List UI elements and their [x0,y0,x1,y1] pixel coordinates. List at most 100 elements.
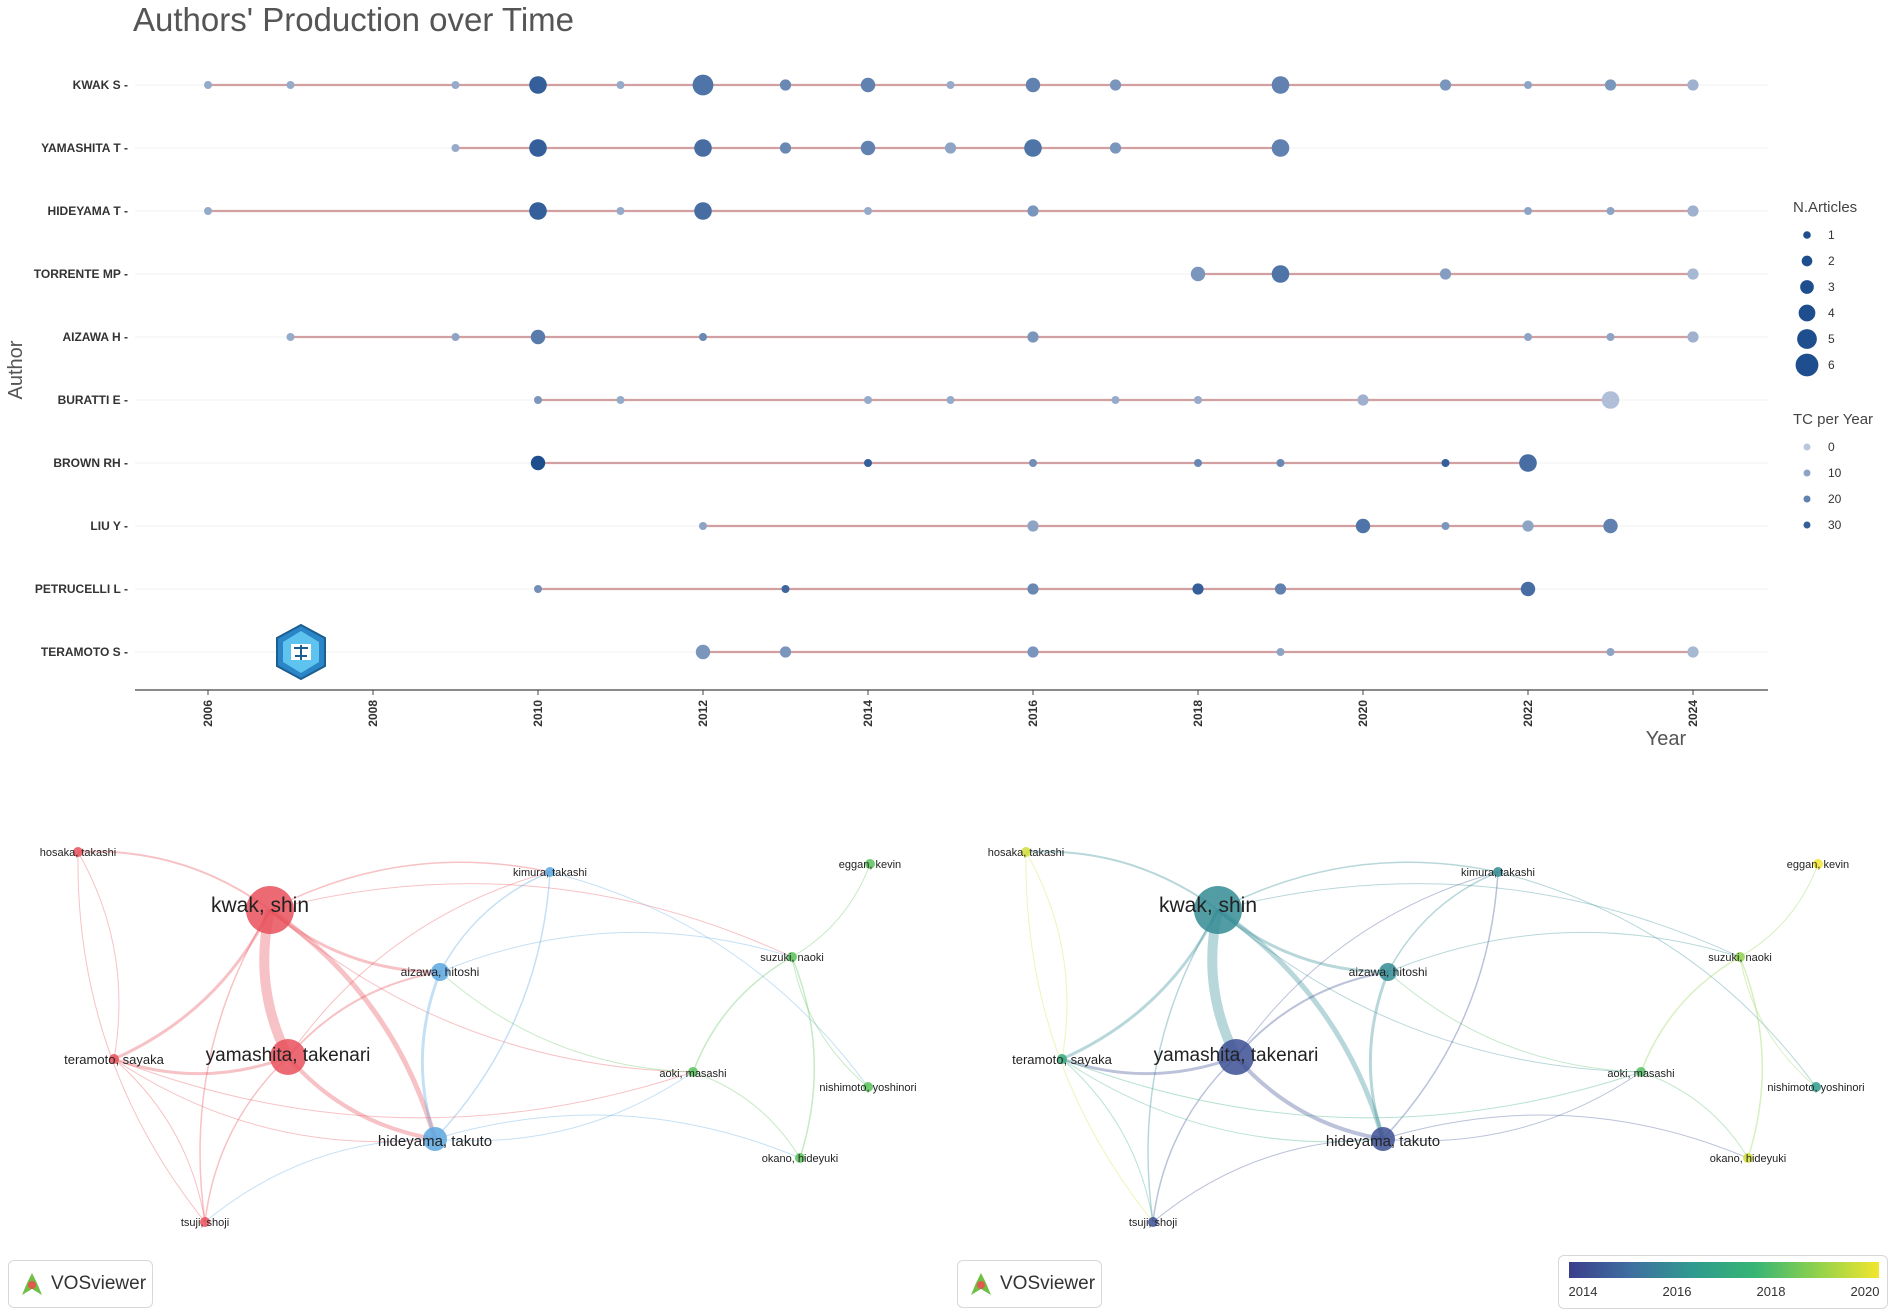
network-node[interactable] [1057,1054,1067,1064]
production-point [1524,81,1532,89]
network-edge [1387,931,1741,973]
production-point [1601,391,1620,409]
production-point [451,81,460,89]
vosviewer-badge-right[interactable]: VOSviewer [957,1260,1102,1308]
network-node[interactable] [1811,1082,1821,1092]
production-point [1606,333,1615,341]
production-point [1687,646,1699,658]
network-edge [1061,1058,1154,1223]
production-point [1192,583,1204,595]
vosviewer-badge-left[interactable]: VOSviewer [8,1260,153,1308]
author-label: KWAK S - [73,78,128,92]
network-edge [287,971,441,1058]
network-node[interactable] [787,952,797,962]
production-point [1687,268,1699,280]
production-point [1274,583,1287,595]
production-point [1604,79,1617,91]
network-edge [268,907,438,1140]
network-edge [1025,851,1068,1060]
network-node[interactable] [1493,867,1503,877]
network-node[interactable] [1021,847,1031,857]
network-edge [692,1071,801,1159]
network-node[interactable] [1636,1067,1646,1077]
network-node-label: hideyama, takuto [1326,1133,1440,1150]
network-node-label: nishimoto, yoshinori [819,1082,916,1094]
production-point [1357,394,1369,406]
x-tick-label: 2016 [1026,700,1040,727]
network-edge [269,909,694,1073]
network-edge [1235,971,1389,1058]
network-node[interactable] [1813,859,1823,869]
production-point [1687,331,1699,343]
network-edge [439,971,694,1073]
network-node-label: tsuji, shoji [1129,1217,1177,1229]
network-node-label: aizawa, hitoshi [1349,965,1428,979]
network-edge [1382,1071,1642,1142]
network-node[interactable] [1735,952,1745,962]
network-node[interactable] [423,1127,447,1151]
production-point [451,333,460,341]
production-point [1441,522,1450,530]
network-edge [204,1056,289,1223]
network-node[interactable] [1218,1039,1254,1075]
author-label: BURATTI E - [58,393,128,407]
network-edge [434,1114,801,1159]
network-node[interactable] [1379,963,1397,981]
production-point [204,81,212,89]
production-point [1524,207,1532,215]
production-point [1190,266,1206,282]
colorbar-tick: 2014 [1568,1284,1598,1299]
network-node-label: tsuji, shoji [181,1217,229,1229]
production-point [204,207,212,215]
network-node[interactable] [545,867,555,877]
network-edge [1640,956,1741,1073]
legend-size-label: 4 [1828,306,1835,320]
network-node[interactable] [109,1054,119,1064]
network-node-label: hosaka, takashi [40,847,116,859]
production-point [286,81,295,89]
production-point [1025,77,1041,93]
network-node[interactable] [431,963,449,981]
production-point [1271,139,1290,157]
legend-color-dot [1803,469,1811,477]
network-node[interactable] [270,1039,306,1075]
legend-color-label: 0 [1828,440,1835,454]
production-point [695,644,711,660]
production-point [864,459,872,467]
legend-color-label: 20 [1828,492,1842,506]
network-edge [199,909,271,1223]
network-edge [1216,907,1386,1140]
production-point [1276,459,1285,467]
network-node[interactable] [1194,886,1242,934]
network-edge [549,871,869,1088]
production-point [1520,581,1536,597]
author-label: BROWN RH - [53,456,128,470]
production-point [1111,396,1120,404]
network-node[interactable] [795,1153,805,1163]
network-node-label: okano, hideyuki [762,1153,838,1165]
x-tick-label: 2020 [1356,700,1370,727]
network-node[interactable] [688,1067,698,1077]
network-edge [1025,851,1154,1223]
production-point [1024,139,1042,157]
network-edge [791,956,816,1159]
network-node[interactable] [200,1217,210,1227]
network-node[interactable] [73,847,83,857]
production-point [1027,331,1039,343]
production-point [534,585,542,593]
production-point [1606,648,1615,656]
network-node[interactable] [863,1082,873,1092]
network-edge [1025,850,1219,911]
network-node[interactable] [1743,1153,1753,1163]
network-node-label: yamashita, takenari [1154,1045,1319,1066]
author-label: PETRUCELLI L - [35,582,128,596]
network-node[interactable] [246,886,294,934]
network-node[interactable] [1371,1127,1395,1151]
production-point [779,79,792,91]
colorbar-gradient [1569,1262,1879,1278]
network-node[interactable] [865,859,875,869]
legend-color-label: 10 [1828,466,1842,480]
network-node[interactable] [1148,1217,1158,1227]
production-point [616,207,625,215]
